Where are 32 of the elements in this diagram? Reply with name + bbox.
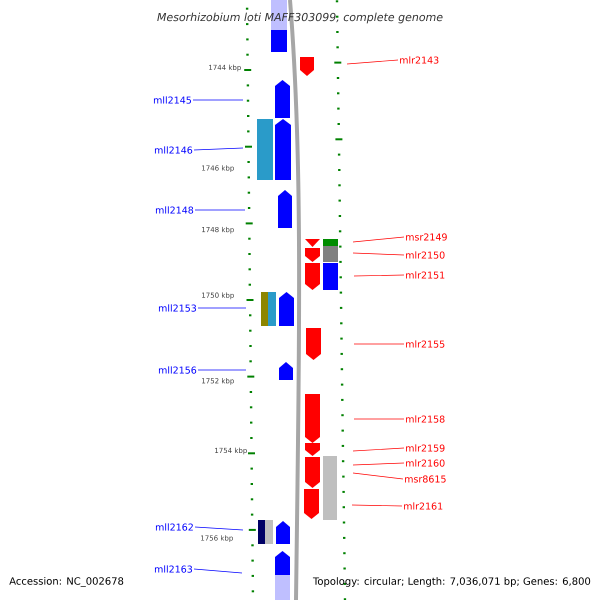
gene-label: mlr2161 [404, 502, 442, 510]
gene-label: mll2162 [156, 523, 193, 531]
gene-label: msr8615 [405, 475, 446, 483]
gene-label: mll2146 [154, 146, 192, 154]
leader-line [354, 418, 404, 420]
leader-line [194, 526, 244, 530]
gene-label: mlr2159 [406, 444, 444, 452]
leader-line [352, 462, 404, 466]
gene-label: mlr2151 [406, 271, 444, 279]
gene-label: mll2163 [154, 565, 192, 573]
leader-line [194, 148, 244, 150]
leader-line [352, 236, 404, 242]
leader-line [194, 568, 242, 574]
genome-info-text: Topology: circular; Length: 7,036,071 bp; Genes: 6,800 [312, 577, 590, 587]
leader-line [352, 252, 404, 256]
title: Mesorhizobium loti MAFF303099, complete genome [157, 12, 443, 24]
gene-label: mlr2155 [406, 340, 444, 348]
gene-label: mll2153 [158, 304, 196, 312]
gene-label: mll2145 [154, 96, 191, 104]
leader-line [354, 274, 404, 276]
leader-line [352, 472, 404, 480]
gene-label: mlr2143 [400, 56, 438, 64]
accession-text: Accession: NC_002678 [9, 577, 124, 587]
gene-label: mll2156 [158, 366, 196, 374]
gene-label: mlr2150 [406, 251, 445, 259]
leader-line [352, 448, 404, 452]
gene-label: mlr2160 [406, 459, 445, 467]
gene-label: mll2148 [156, 206, 194, 214]
gene-label: msr2149 [406, 233, 447, 241]
leader-line [352, 504, 402, 506]
gene-label: mlr2158 [406, 415, 445, 423]
leader-line [346, 60, 398, 64]
